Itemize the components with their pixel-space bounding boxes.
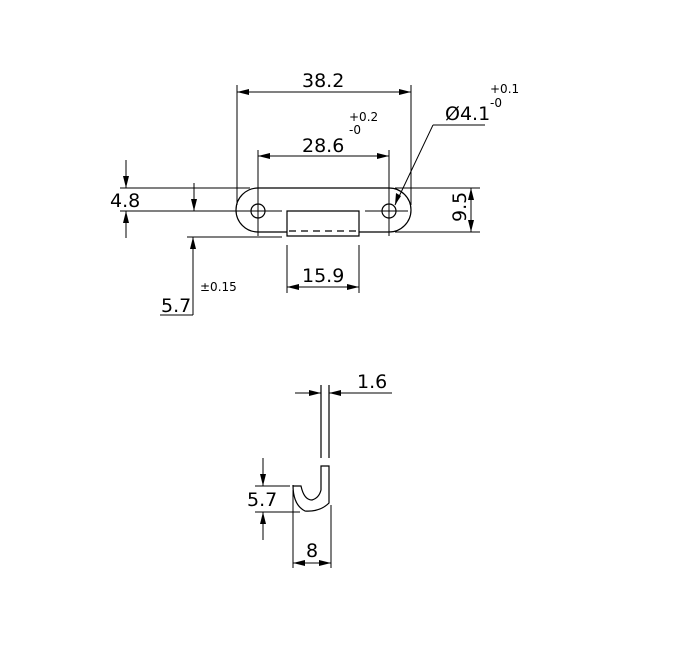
top-view: 38.2 28.6 +0.2 -0 Ø4.1 +0.1 -0 9.5 4.8 xyxy=(110,70,519,317)
side-view: 1.6 5.7 8 xyxy=(247,371,392,568)
dim-hook-depth: 5.7 xyxy=(247,489,277,511)
dim-side-hook-width: 8 xyxy=(306,540,318,562)
dim-hole-diameter: Ø4.1 xyxy=(445,103,490,125)
tol-hole-spacing-minus: -0 xyxy=(349,123,361,137)
hook-slot xyxy=(286,210,360,237)
hook-profile xyxy=(292,465,330,512)
dim-hole-spacing: 28.6 xyxy=(302,135,344,157)
dim-width: 9.5 xyxy=(449,192,471,222)
tol-hole-diameter-plus: +0.1 xyxy=(490,82,519,96)
dim-overall-length: 38.2 xyxy=(302,70,344,92)
tol-hole-spacing-plus: +0.2 xyxy=(349,110,378,124)
dim-thickness: 1.6 xyxy=(357,371,387,393)
dim-hook-width: 15.9 xyxy=(302,265,344,287)
tol-hook-offset: ±0.15 xyxy=(200,280,237,294)
dim-hole-offset: 4.8 xyxy=(110,190,140,212)
tol-hole-diameter-minus: -0 xyxy=(490,96,502,110)
dim-hook-offset: 5.7 xyxy=(161,295,191,317)
plate-outline xyxy=(235,187,412,233)
